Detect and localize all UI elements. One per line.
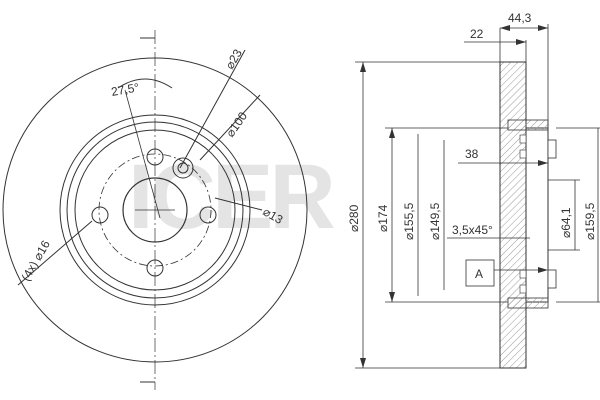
d100-label: ⌀100 bbox=[223, 109, 250, 140]
hat-step-top bbox=[547, 139, 557, 159]
bolt-hole-left bbox=[91, 206, 109, 224]
reference-box-a: A bbox=[465, 259, 540, 287]
ref-box-label: A bbox=[475, 267, 483, 281]
ref-box-frame bbox=[465, 259, 495, 287]
arrow-44-left bbox=[500, 25, 510, 31]
section-view bbox=[499, 61, 557, 369]
leader-d100 bbox=[199, 94, 261, 161]
hat-section bbox=[525, 127, 549, 303]
hat-bottom-flange bbox=[507, 297, 549, 309]
hat-top-flange bbox=[507, 119, 549, 131]
hat-step-bottom bbox=[547, 269, 557, 289]
d280-label: ⌀280 bbox=[347, 204, 361, 232]
angle-label: 27,5° bbox=[110, 80, 140, 99]
disc-section-body bbox=[499, 61, 527, 369]
arrow-22 bbox=[516, 39, 526, 45]
d174-label: ⌀174 bbox=[376, 204, 390, 232]
width-overall-label: 44,3 bbox=[508, 11, 532, 25]
section-dimension-lines bbox=[355, 24, 600, 369]
watermark-text: ICER bbox=[128, 146, 334, 248]
vent-stub-3 bbox=[519, 269, 527, 279]
angle-arc bbox=[117, 78, 173, 89]
leader-d23 bbox=[179, 49, 246, 169]
bolt-hole-right bbox=[199, 206, 217, 224]
vent-stub-2 bbox=[519, 149, 527, 159]
section-arrowheads bbox=[360, 25, 548, 368]
angle-ray bbox=[124, 89, 161, 219]
arrow-280-top bbox=[360, 62, 366, 72]
arrow-174-bottom bbox=[389, 292, 395, 302]
arrow-38 bbox=[538, 160, 548, 166]
leader-4x-d16 bbox=[17, 220, 93, 286]
hat-depth-label: 38 bbox=[465, 147, 479, 161]
brand-watermark: ICER bbox=[128, 146, 338, 248]
d155-label: ⌀155,5 bbox=[402, 202, 416, 240]
section-labels: 44,3 22 38 3,5x45° ⌀280 ⌀174 ⌀155,5 ⌀149… bbox=[347, 11, 597, 240]
vent-stub-4 bbox=[519, 284, 527, 294]
arrow-a-ref bbox=[538, 267, 548, 273]
arrow-174-top bbox=[389, 128, 395, 138]
arrow-44-right bbox=[538, 25, 548, 31]
vent-stub-1 bbox=[519, 134, 527, 144]
d159-label: ⌀159,5 bbox=[583, 202, 597, 240]
locating-hole bbox=[172, 157, 194, 179]
front-view bbox=[2, 30, 308, 390]
arrow-280-bottom bbox=[360, 358, 366, 368]
d23-label: ⌀23 bbox=[222, 46, 245, 71]
chamfer-label: 3,5x45° bbox=[452, 223, 493, 237]
thickness-label: 22 bbox=[470, 27, 484, 41]
d149-label: ⌀149,5 bbox=[428, 202, 442, 240]
d64-label: ⌀64,1 bbox=[559, 207, 573, 238]
bolt-holes-label: (4x) ⌀16 bbox=[18, 238, 53, 284]
leader-d13 bbox=[214, 197, 263, 211]
